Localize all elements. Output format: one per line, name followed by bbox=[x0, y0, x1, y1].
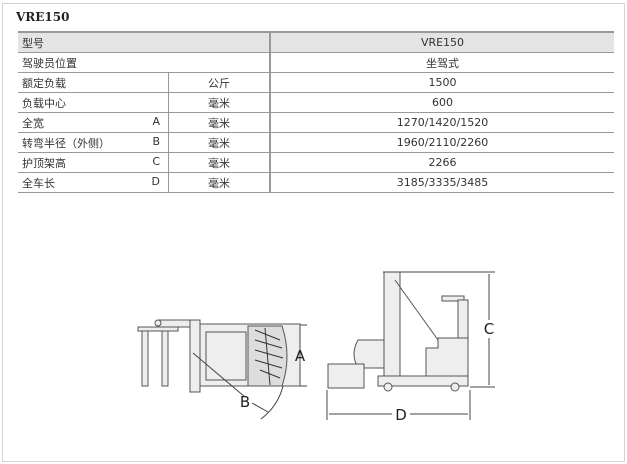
row-unit: 毫米 bbox=[168, 152, 270, 173]
row-unit: 毫米 bbox=[168, 172, 270, 193]
spec-table: 型号 VRE150 驾驶员位置 坐驾式 额定负载 公斤 1500 负载中心 毫米… bbox=[18, 31, 614, 193]
table-row: 全宽 A 毫米 1270/1420/1520 bbox=[18, 112, 614, 133]
header-value: VRE150 bbox=[269, 31, 614, 53]
row-unit: 公斤 bbox=[168, 72, 270, 93]
table-row: 额定负载 公斤 1500 bbox=[18, 72, 614, 93]
row-value: 3185/3335/3485 bbox=[269, 172, 614, 193]
row-label: 护顶架高 bbox=[22, 156, 66, 170]
row-unit: 毫米 bbox=[168, 132, 270, 153]
dimension-label-a: A bbox=[295, 347, 306, 365]
row-value: 1960/2110/2260 bbox=[269, 132, 614, 153]
table-row: 驾驶员位置 坐驾式 bbox=[18, 52, 614, 73]
table-row: 全车长 D 毫米 3185/3335/3485 bbox=[18, 172, 614, 193]
row-letter: D bbox=[151, 174, 160, 188]
dimension-label-c: C bbox=[484, 320, 494, 338]
row-value: 600 bbox=[269, 92, 614, 113]
row-value: 坐驾式 bbox=[269, 52, 614, 73]
table-header-row: 型号 VRE150 bbox=[18, 31, 614, 53]
row-value: 1500 bbox=[269, 72, 614, 93]
side-view-drawing bbox=[327, 271, 469, 392]
page-title: VRE150 bbox=[16, 10, 70, 24]
page-frame bbox=[2, 3, 625, 462]
forklift-dimension-diagram: A B C D bbox=[137, 271, 495, 424]
row-label: 全车长 bbox=[22, 176, 55, 190]
row-value: 1270/1420/1520 bbox=[269, 112, 614, 133]
dimension-label-d: D bbox=[395, 406, 407, 424]
row-unit: 毫米 bbox=[168, 112, 270, 133]
row-unit: 毫米 bbox=[168, 92, 270, 113]
row-label: 额定负载 bbox=[22, 76, 66, 90]
row-label: 负载中心 bbox=[22, 96, 66, 110]
row-label: 转弯半径（外侧） bbox=[22, 136, 110, 150]
row-value: 2266 bbox=[269, 152, 614, 173]
dimension-label-b: B bbox=[240, 393, 250, 411]
row-letter: B bbox=[152, 134, 160, 148]
row-label: 全宽 bbox=[22, 116, 44, 130]
row-letter: C bbox=[152, 154, 160, 168]
table-row: 转弯半径（外侧） B 毫米 1960/2110/2260 bbox=[18, 132, 614, 153]
table-row: 负载中心 毫米 600 bbox=[18, 92, 614, 113]
header-label: 型号 bbox=[18, 31, 271, 53]
top-view-drawing bbox=[137, 319, 301, 393]
row-label: 驾驶员位置 bbox=[18, 52, 270, 73]
dimension-lines bbox=[192, 271, 495, 420]
row-letter: A bbox=[152, 114, 160, 128]
table-row: 护顶架高 C 毫米 2266 bbox=[18, 152, 614, 173]
